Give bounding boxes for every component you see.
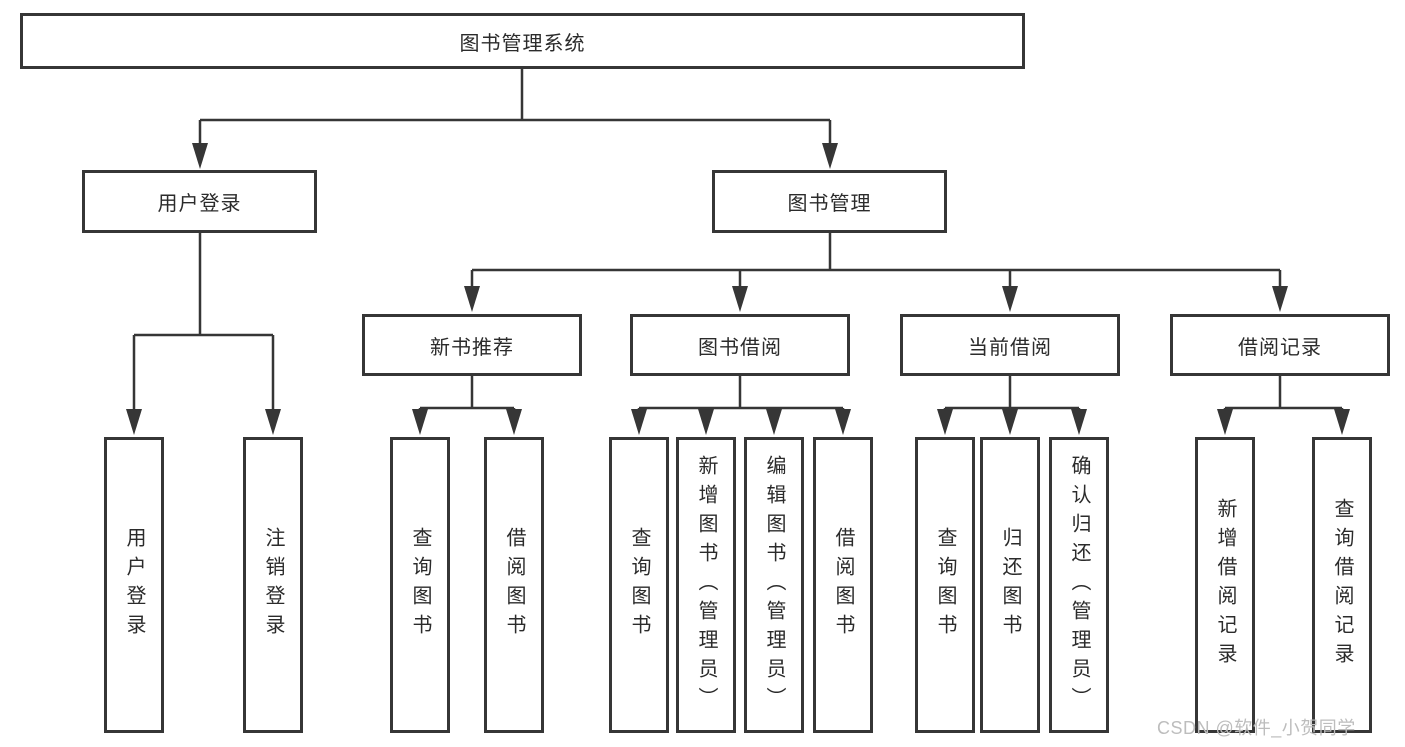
node-library-management-system: 图书管理系统 (20, 13, 1025, 69)
leaf-query-books-recommend: 查询图书 (390, 437, 450, 733)
watermark-csdn: CSDN @软件_小贺同学 (1157, 718, 1356, 738)
node-borrowing-records: 借阅记录 (1170, 314, 1390, 376)
leaf-query-books-current: 查询图书 (915, 437, 975, 733)
leaf-query-books-borrowing: 查询图书 (609, 437, 669, 733)
leaf-edit-books-admin: 编辑图书（管理员） (744, 437, 804, 733)
leaf-return-books: 归还图书 (980, 437, 1040, 733)
node-current-borrowing: 当前借阅 (900, 314, 1120, 376)
node-book-management: 图书管理 (712, 170, 947, 233)
node-book-borrowing: 图书借阅 (630, 314, 850, 376)
leaf-borrow-books-recommend: 借阅图书 (484, 437, 544, 733)
leaf-user-login: 用户登录 (104, 437, 164, 733)
leaf-borrow-books-borrowing: 借阅图书 (813, 437, 873, 733)
leaf-confirm-return-admin: 确认归还（管理员） (1049, 437, 1109, 733)
leaf-logout: 注销登录 (243, 437, 303, 733)
leaf-add-books-admin: 新增图书（管理员） (676, 437, 736, 733)
leaf-add-borrow-record: 新增借阅记录 (1195, 437, 1255, 733)
node-user-login: 用户登录 (82, 170, 317, 233)
leaf-query-borrow-record: 查询借阅记录 (1312, 437, 1372, 733)
node-new-book-recommendation: 新书推荐 (362, 314, 582, 376)
